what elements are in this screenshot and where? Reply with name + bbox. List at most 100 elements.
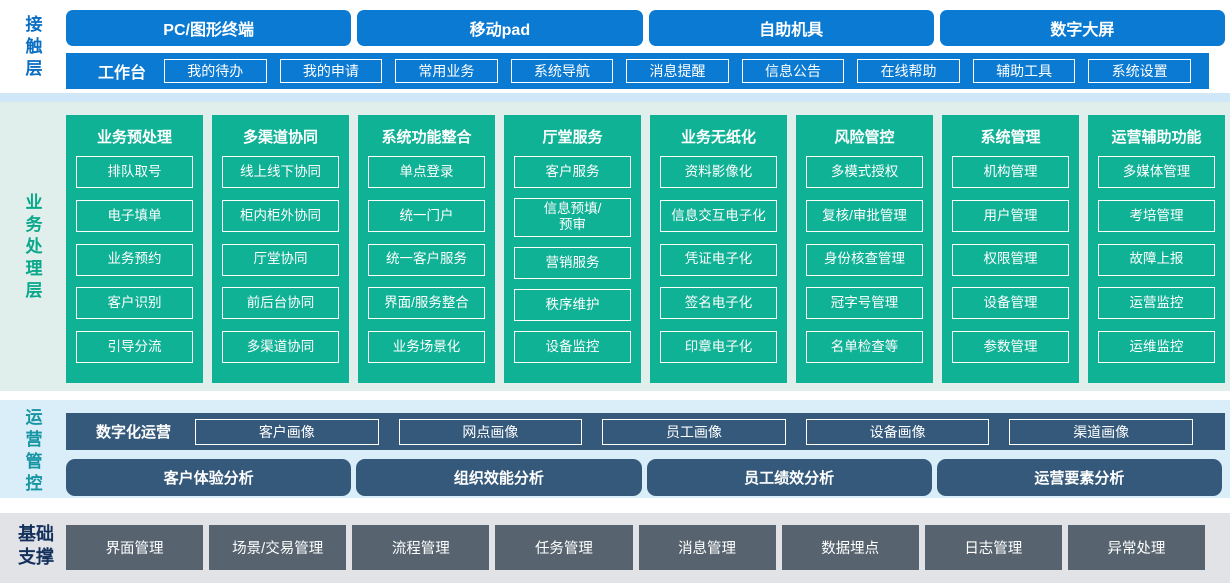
column-item: 统一门户 bbox=[368, 199, 485, 232]
column-item: 设备管理 bbox=[952, 287, 1069, 320]
column-item: 签名电子化 bbox=[660, 287, 777, 320]
column-item: 参数管理 bbox=[952, 331, 1069, 363]
profile-box: 客户画像 bbox=[195, 418, 379, 445]
column-items: 线上线下协同柜内柜外协同厅堂协同前后台协同多渠道协同 bbox=[222, 156, 339, 363]
terminal-box: 数字大屏 bbox=[939, 10, 1225, 46]
contact-layer-label: 接触层 bbox=[25, 15, 43, 78]
column-item: 业务预约 bbox=[76, 243, 193, 276]
column-item: 多媒体管理 bbox=[1098, 156, 1215, 188]
column-title: 风险管控 bbox=[834, 129, 895, 146]
profile-box: 员工画像 bbox=[602, 418, 786, 445]
foundation-layer-label: 基础支撑 bbox=[18, 524, 54, 567]
business-column: 风险管控多模式授权复核/审批管理身份核查管理冠字号管理名单检查等 bbox=[796, 115, 933, 383]
foundation-row: 界面管理场景/交易管理流程管理任务管理消息管理数据埋点日志管理异常处理 bbox=[66, 525, 1205, 570]
analysis-box: 员工绩效分析 bbox=[646, 459, 932, 496]
column-item: 统一客户服务 bbox=[368, 243, 485, 276]
column-item: 考培管理 bbox=[1098, 199, 1215, 232]
column-item: 运维监控 bbox=[1098, 331, 1215, 363]
column-title: 系统管理 bbox=[980, 129, 1041, 146]
terminal-box: PC/图形终端 bbox=[66, 10, 352, 46]
column-title: 系统功能整合 bbox=[381, 129, 472, 146]
workbench-items: 我的待办我的申请常用业务系统导航消息提醒信息公告在线帮助辅助工具系统设置 bbox=[164, 59, 1191, 83]
column-item: 设备监控 bbox=[514, 331, 631, 363]
column-item: 客户服务 bbox=[514, 156, 631, 188]
foundation-item: 消息管理 bbox=[638, 525, 776, 570]
business-columns: 业务预处理排队取号电子填单业务预约客户识别引导分流多渠道协同线上线下协同柜内柜外… bbox=[66, 115, 1225, 383]
workbench-item: 信息公告 bbox=[741, 59, 845, 83]
column-title: 业务无纸化 bbox=[680, 129, 756, 146]
foundation-item: 异常处理 bbox=[1067, 525, 1205, 570]
column-items: 多模式授权复核/审批管理身份核查管理冠字号管理名单检查等 bbox=[806, 156, 923, 363]
analysis-row: 客户体验分析组织效能分析员工绩效分析运营要素分析 bbox=[66, 459, 1222, 496]
profile-boxes: 客户画像网点画像员工画像设备画像渠道画像 bbox=[195, 418, 1193, 445]
column-item: 柜内柜外协同 bbox=[222, 199, 339, 232]
column-item: 秩序维护 bbox=[514, 288, 631, 321]
column-items: 单点登录统一门户统一客户服务界面/服务整合业务场景化 bbox=[368, 156, 485, 363]
column-item: 信息预填/ 预审 bbox=[514, 198, 631, 237]
business-column: 运营辅助功能多媒体管理考培管理故障上报运营监控运维监控 bbox=[1088, 115, 1225, 383]
column-item: 运营监控 bbox=[1098, 287, 1215, 320]
column-item: 名单检查等 bbox=[806, 331, 923, 363]
column-item: 业务场景化 bbox=[368, 331, 485, 363]
profile-box: 网点画像 bbox=[398, 418, 583, 445]
column-item: 客户识别 bbox=[76, 287, 193, 320]
column-title: 业务预处理 bbox=[96, 129, 172, 146]
foundation-item: 日志管理 bbox=[924, 525, 1062, 570]
foundation-item: 场景/交易管理 bbox=[209, 525, 347, 570]
column-item: 线上线下协同 bbox=[222, 156, 339, 188]
column-item: 前后台协同 bbox=[222, 287, 339, 320]
column-item: 信息交互电子化 bbox=[660, 199, 777, 232]
column-item: 机构管理 bbox=[952, 156, 1069, 188]
column-item: 多模式授权 bbox=[806, 156, 923, 188]
digital-operations-label: 数字化运营 bbox=[96, 424, 172, 441]
contact-business-divider bbox=[0, 93, 1230, 102]
operations-layer-label: 运营管控 bbox=[25, 408, 43, 493]
workbench-item: 我的申请 bbox=[279, 59, 383, 83]
terminal-box: 移动pad bbox=[357, 10, 643, 46]
profile-box: 设备画像 bbox=[805, 418, 990, 445]
column-items: 多媒体管理考培管理故障上报运营监控运维监控 bbox=[1098, 156, 1215, 363]
column-item: 凭证电子化 bbox=[660, 243, 777, 276]
column-item: 资料影像化 bbox=[660, 156, 777, 188]
column-item: 身份核查管理 bbox=[806, 243, 923, 276]
column-item: 排队取号 bbox=[76, 156, 193, 188]
column-item: 引导分流 bbox=[76, 331, 193, 363]
profile-box: 渠道画像 bbox=[1009, 418, 1193, 445]
column-item: 营销服务 bbox=[514, 246, 631, 279]
column-items: 机构管理用户管理权限管理设备管理参数管理 bbox=[952, 156, 1069, 363]
analysis-box: 运营要素分析 bbox=[936, 459, 1222, 496]
column-items: 排队取号电子填单业务预约客户识别引导分流 bbox=[76, 156, 193, 363]
column-item: 冠字号管理 bbox=[806, 287, 923, 320]
business-layer-label: 业务处理层 bbox=[25, 193, 43, 300]
column-item: 多渠道协同 bbox=[222, 331, 339, 363]
business-column: 厅堂服务客户服务信息预填/ 预审营销服务秩序维护设备监控 bbox=[504, 115, 641, 383]
foundation-item: 数据埋点 bbox=[781, 525, 919, 570]
column-items: 资料影像化信息交互电子化凭证电子化签名电子化印章电子化 bbox=[660, 156, 777, 363]
column-title: 运营辅助功能 bbox=[1111, 129, 1202, 146]
foundation-item: 任务管理 bbox=[495, 525, 633, 570]
workbench-item: 辅助工具 bbox=[972, 59, 1076, 83]
business-column: 业务无纸化资料影像化信息交互电子化凭证电子化签名电子化印章电子化 bbox=[650, 115, 787, 383]
column-item: 界面/服务整合 bbox=[368, 287, 485, 320]
workbench-item: 消息提醒 bbox=[626, 59, 729, 83]
workbench-item: 我的待办 bbox=[164, 59, 267, 83]
column-item: 复核/审批管理 bbox=[806, 199, 923, 232]
column-item: 故障上报 bbox=[1098, 243, 1215, 276]
analysis-box: 组织效能分析 bbox=[356, 459, 642, 496]
column-item: 单点登录 bbox=[368, 156, 485, 188]
column-item: 厅堂协同 bbox=[222, 243, 339, 276]
column-title: 厅堂服务 bbox=[542, 129, 603, 146]
terminal-box: 自助机具 bbox=[648, 10, 934, 46]
workbench-item: 系统导航 bbox=[510, 59, 614, 83]
column-item: 权限管理 bbox=[952, 243, 1069, 276]
business-column: 系统功能整合单点登录统一门户统一客户服务界面/服务整合业务场景化 bbox=[358, 115, 495, 383]
column-items: 客户服务信息预填/ 预审营销服务秩序维护设备监控 bbox=[514, 156, 631, 363]
column-item: 用户管理 bbox=[952, 199, 1069, 232]
workbench-item: 常用业务 bbox=[395, 59, 498, 83]
workbench-label: 工作台 bbox=[98, 65, 147, 82]
workbench-item: 系统设置 bbox=[1088, 59, 1191, 83]
foundation-item: 流程管理 bbox=[352, 525, 490, 570]
foundation-item: 界面管理 bbox=[66, 525, 204, 570]
